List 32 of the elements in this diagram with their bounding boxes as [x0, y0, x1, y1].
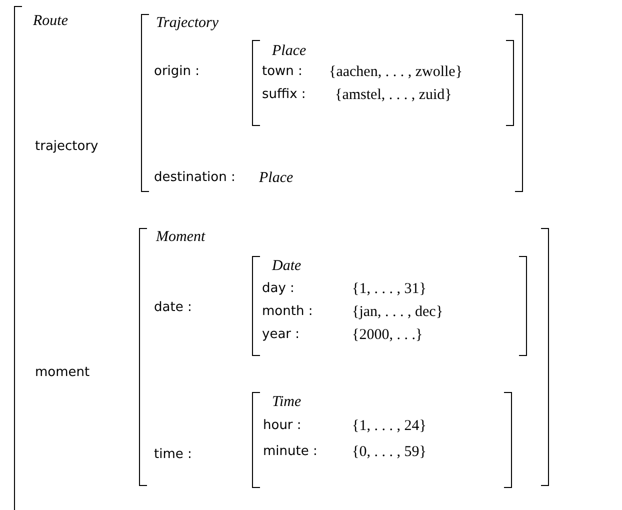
- attribute-label: town :: [262, 63, 302, 81]
- value-set: {1, . . . , 24}: [352, 417, 426, 435]
- type-name: Time: [272, 393, 302, 411]
- bracket-matrix: [252, 392, 512, 488]
- attribute-label: moment: [35, 364, 90, 382]
- value-set: {aachen, . . . , zwolle}: [329, 63, 463, 81]
- bracket-matrix: [139, 228, 549, 486]
- type-name: Date: [272, 257, 302, 275]
- type-name: Trajectory: [156, 14, 218, 32]
- attribute-label: day :: [262, 280, 294, 298]
- value-set: {jan, . . . , dec}: [352, 303, 444, 321]
- value-set: {2000, . . .}: [352, 326, 423, 344]
- attribute-label: year :: [262, 326, 300, 344]
- attribute-label: month :: [262, 303, 313, 321]
- attribute-label: date :: [154, 299, 192, 317]
- attribute-label: time :: [154, 446, 192, 464]
- bracket-matrix: [141, 14, 523, 192]
- attribute-label: origin :: [154, 63, 200, 81]
- attribute-label: trajectory: [35, 138, 98, 156]
- attribute-label: suffix :: [262, 86, 306, 104]
- bracket-matrix: [252, 256, 527, 356]
- type-name: Place: [259, 169, 294, 187]
- value-set: {1, . . . , 31}: [352, 280, 426, 298]
- attribute-label: hour :: [263, 417, 302, 435]
- value-set: {0, . . . , 59}: [352, 443, 426, 461]
- type-name: Moment: [156, 228, 206, 246]
- attribute-label: minute :: [263, 443, 318, 461]
- attribute-label: destination :: [154, 169, 236, 187]
- bracket-matrix: [252, 40, 514, 126]
- type-name: Place: [272, 42, 306, 60]
- value-set: {amstel, . . . , zuid}: [335, 86, 452, 104]
- type-name: Route: [33, 12, 68, 30]
